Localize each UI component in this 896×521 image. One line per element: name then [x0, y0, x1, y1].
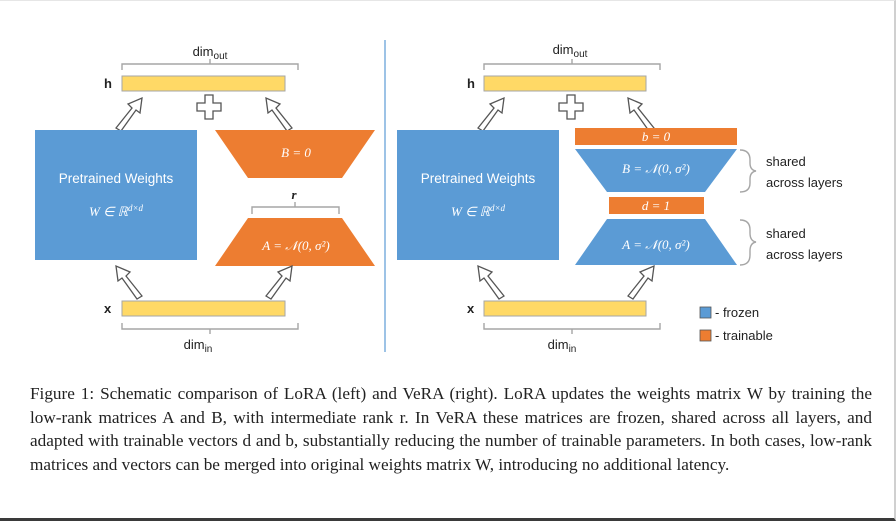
vera-arrow-in-right [627, 264, 655, 300]
vera-h-label: h [467, 76, 475, 91]
lora-vera-figure: dimout h Pretrained Weights W ∈ ℝd×d B =… [35, 40, 843, 355]
vera-dim-out-bracket [483, 59, 661, 70]
lora-dim-out-bracket [121, 59, 299, 70]
vera-vector-d [609, 197, 704, 214]
vera-shared-brace-1 [739, 149, 757, 193]
vera-matrix-B [575, 149, 737, 192]
vera-arrow-in-left [477, 264, 505, 300]
vera-matrix-A [575, 219, 737, 265]
lora-panel: dimout h Pretrained Weights W ∈ ℝd×d B =… [35, 44, 375, 355]
caption-text: Figure 1: Schematic comparison of LoRA (… [30, 384, 872, 474]
vera-weights-expr: W ∈ ℝd×d [451, 203, 506, 219]
vera-shared2-line1: shared [766, 226, 806, 241]
vera-shared1-line1: shared [766, 154, 806, 169]
vera-pretrained-weights [397, 130, 559, 260]
lora-A-expr: A = 𝒩(0, σ²) [261, 238, 329, 253]
figure-caption: Figure 1: Schematic comparison of LoRA (… [30, 382, 872, 476]
lora-B-expr: B = 0 [281, 145, 311, 160]
vera-A-expr: A = 𝒩(0, σ²) [621, 237, 689, 252]
lora-h-vector [121, 75, 286, 92]
lora-weights-expr: W ∈ ℝd×d [89, 203, 144, 219]
legend-trainable-swatch [699, 329, 712, 342]
lora-arrow-in-left [115, 264, 143, 300]
vera-shared1-line2: across layers [766, 175, 843, 190]
vera-arrow-up-left [477, 96, 505, 132]
lora-matrix-B [215, 130, 375, 178]
lora-arrow-in-right [265, 264, 293, 300]
legend-frozen-swatch [699, 306, 712, 319]
watermark-smudge [690, 474, 860, 500]
lora-dim-in-label: dimin [184, 337, 213, 355]
vera-arrow-up-right [627, 96, 655, 132]
lora-dim-in-bracket [121, 323, 299, 334]
lora-pretrained-weights [35, 130, 197, 260]
vera-shared2-line2: across layers [766, 247, 843, 262]
vera-d-expr: d = 1 [642, 198, 670, 213]
lora-rank-bracket [251, 202, 340, 214]
vera-panel: dimout h Pretrained Weights W ∈ ℝd×d b =… [397, 42, 843, 355]
lora-x-vector [121, 300, 286, 317]
lora-rank-label: r [291, 187, 297, 202]
lora-pretrained-label: Pretrained Weights [59, 171, 174, 186]
vera-h-vector [483, 75, 647, 92]
vera-plus-icon [558, 94, 584, 120]
lora-matrix-A [215, 218, 375, 266]
vera-dim-in-label: dimin [548, 337, 577, 355]
vera-x-vector [483, 300, 647, 317]
legend-trainable-label: - trainable [715, 328, 773, 343]
legend-frozen-label: - frozen [715, 305, 759, 320]
vera-x-label: x [467, 301, 475, 316]
lora-plus-icon [196, 94, 222, 120]
legend: - frozen - trainable [699, 305, 773, 343]
vera-dim-out-label: dimout [553, 42, 588, 60]
lora-arrow-up-right [265, 96, 293, 132]
vera-shared-brace-2 [739, 219, 757, 266]
vera-vector-b [575, 128, 737, 145]
lora-dim-out-label: dimout [193, 44, 228, 62]
lora-arrow-up-left [115, 96, 143, 132]
vera-dim-in-bracket [483, 323, 661, 334]
lora-h-label: h [104, 76, 112, 91]
lora-x-label: x [104, 301, 112, 316]
vera-b-expr: b = 0 [642, 129, 671, 144]
vera-pretrained-label: Pretrained Weights [421, 171, 536, 186]
vera-B-expr: B = 𝒩(0, σ²) [622, 161, 690, 176]
